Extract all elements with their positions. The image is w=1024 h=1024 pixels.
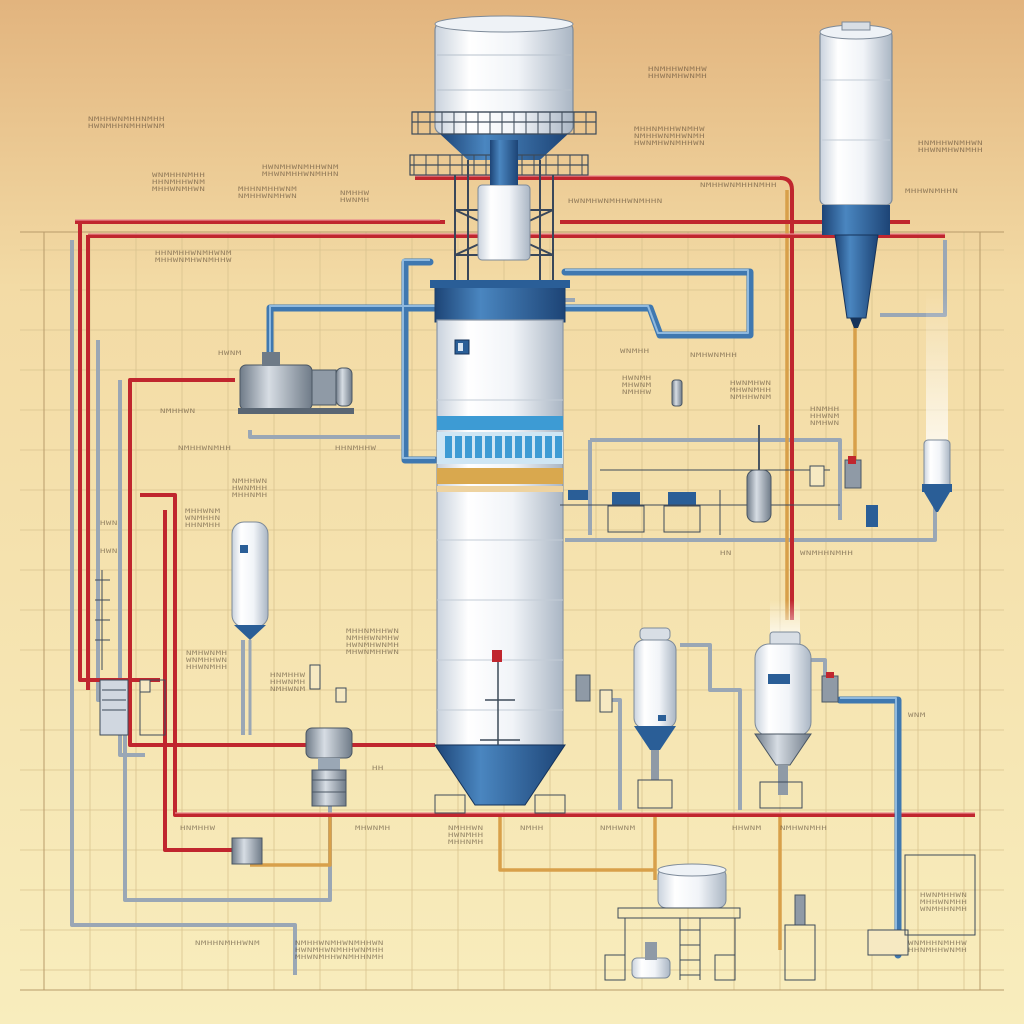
illegible-label: NMHHWN HWNMHH MHHNMH [232,478,268,499]
overhead-tank [409,15,597,285]
cyclone-separator [819,21,893,328]
instrument-tags [139,465,976,956]
illegible-label: HWN [100,548,118,555]
transfer-lines [250,190,857,950]
illegible-label: NMHWNMHH [690,352,738,359]
illegible-label: WNMHHNMHHW HHNMHHWNMH [908,940,968,954]
illegible-label: WNMHHNMHH HHNMHHWNM MHHWNMHWN [152,172,206,193]
illegible-label: HWNM [218,350,242,357]
illegible-label: MHHWNM WNMHHN HHNMHH [185,508,221,529]
utility-lines [70,240,947,975]
left-instrument-panels [95,570,166,736]
hot-process-lines [75,176,975,852]
illegible-label: HN [720,550,732,557]
illegible-label: WNM [908,712,926,719]
illegible-label: NMHWNMHH [780,825,828,832]
illegible-label: HWNMHHWN MHHWNMHH WNMHHNMH [920,892,968,913]
illegible-label: NMHHWNMHWNMHHWN HWNMHWNMHHWNMHH MHWNMHHW… [295,940,384,961]
feed-pump [238,352,354,414]
illegible-label: NMHHWNMHH [178,445,232,452]
tank-farm [604,863,816,981]
illegible-label: HWNMH MHWNM NMHHW [622,375,652,396]
illegible-label: HHNMHHW [335,445,377,452]
illegible-label: NMHH [520,825,544,832]
heat-exchanger [231,727,353,865]
reactor-large [754,600,839,809]
illegible-label: NMHHW HWNMH [340,190,370,204]
illegible-label: MHHNMHHWNMHW NMHHWNMHWNMH HWNMHWNMHHWN [634,126,706,147]
illegible-label: NMHHWN HWNMHH MHHNMH [448,825,484,846]
illegible-label: HWNMHWNMHHWNMHHN [568,198,663,205]
illegible-label: HNMHHWNMHWN HHWNMHWNMHH [918,140,984,154]
instrument-rack [560,425,878,535]
illegible-label: NMHHWNMHHNMHH [700,182,777,189]
illegible-label: HH [372,765,384,772]
illegible-label: WNMHH [620,348,650,355]
illegible-label: HHWNM [732,825,762,832]
illegible-label: MHWNMH [355,825,391,832]
illegible-label: WNMHHNMHH [800,550,854,557]
illegible-label: NMHHWNMHHNMHH HWNMHHNMHHWNM [88,116,165,130]
illegible-label: HNMHHW HHWNMH NMHWNM [270,672,306,693]
illegible-label: HWNMHWN MHWNMHH NMHHWNM [730,380,772,401]
reflux-drum-left [231,521,269,735]
illegible-label: NMHWNM [600,825,636,832]
illegible-label: NMHHWN [160,408,196,415]
filter-unit [922,290,952,512]
illegible-label: MHHNMHHWNM NMHHWNMHWN [238,186,298,200]
reactor-small [575,627,677,809]
illegible-label: HWNMHWNMHHWNM MHWNMHHWNMHHN [262,164,339,178]
cooling-line-highlights [269,259,897,955]
illegible-label: NMHWNMH WNMHHWN HHWNMHH [186,650,228,671]
illegible-label: MHHNMHHWN NMHHWNMHW HWNMHWNMH MHWNMHHWN [346,628,400,656]
illegible-label: HNMHHW [180,825,216,832]
illegible-label: HHNMHHWNMHWNM MHHWNMHWNMHHW [155,250,232,264]
illegible-label: HWN [100,520,118,527]
illegible-label: NMHHNMHHWNM [195,940,261,947]
main-column [430,280,570,814]
sample-tower [671,379,683,407]
illegible-label: MHHWNMHHN [905,188,959,195]
illegible-label: HNMHH HHWNM NMHWN [810,406,840,427]
illegible-label: HNMHHWNMHW HHWNMHWNMH [648,66,708,80]
